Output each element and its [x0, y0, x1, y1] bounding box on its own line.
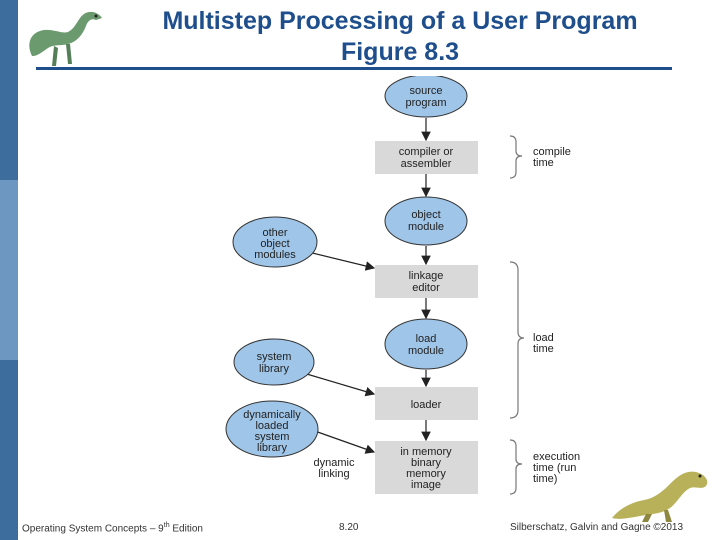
bracket-compile: [509, 135, 523, 179]
footer-page-number: 8.20: [339, 522, 359, 533]
node-label: dynamically: [243, 409, 301, 421]
node-label: load: [416, 333, 437, 345]
label: compile: [533, 146, 571, 158]
node-label: loader: [411, 399, 442, 411]
node-object-module: object module: [384, 196, 468, 246]
node-label: system: [255, 431, 290, 443]
node-source-program: source program: [384, 76, 468, 118]
bracket-load: [509, 261, 525, 419]
label: time: [533, 343, 554, 355]
node-label: image: [411, 479, 441, 491]
node-label: assembler: [401, 158, 452, 170]
node-label: binary: [411, 457, 441, 469]
node-label: object: [411, 209, 440, 221]
label: time): [533, 473, 557, 485]
label: load: [533, 332, 554, 344]
node-system-library: system library: [233, 338, 315, 386]
node-load-module: load module: [384, 318, 468, 370]
footer-course-suffix: Edition: [169, 523, 203, 535]
label: linking: [318, 468, 349, 480]
processing-diagram: source program compiler or assembler obj…: [225, 76, 580, 495]
node-label: in memory: [400, 446, 452, 458]
label: time (run: [533, 462, 576, 474]
node-compiler: compiler or assembler: [375, 141, 478, 174]
title-underline: [36, 67, 672, 70]
node-label: program: [406, 97, 447, 109]
sidebar-segment: [0, 180, 18, 360]
label: execution: [533, 451, 580, 463]
time-label-execution: execution time (run time): [533, 451, 580, 485]
node-label: modules: [254, 249, 296, 261]
node-linkage-editor: linkage editor: [375, 265, 478, 298]
sidebar-segment: [0, 360, 18, 540]
label: dynamic: [314, 457, 355, 469]
sidebar-decoration: [0, 0, 18, 540]
dynamic-linking-label: dynamic linking: [314, 457, 355, 480]
node-other-object-modules: other object modules: [232, 216, 318, 268]
sidebar-segment: [0, 0, 18, 180]
slide-title: Multistep Processing of a User Program F…: [100, 6, 700, 68]
node-label: memory: [406, 468, 446, 480]
node-label: system: [257, 351, 292, 363]
node-in-memory-image: in memory binary memory image: [375, 441, 478, 494]
footer-course: Operating System Concepts – 9th Edition: [22, 522, 203, 534]
footer-copyright: Silberschatz, Galvin and Gagne ©2013: [510, 522, 684, 533]
node-label: library: [257, 442, 287, 454]
time-label-compile: compile time: [533, 146, 571, 169]
arrow: [311, 429, 376, 454]
node-label: object: [260, 238, 289, 250]
title-line-1: Multistep Processing of a User Program: [162, 7, 638, 35]
node-label: library: [259, 363, 289, 375]
node-label: module: [408, 345, 444, 357]
time-label-load: load time: [533, 332, 554, 355]
node-dynamically-loaded-library: dynamically loaded system library: [225, 400, 319, 458]
footer-course-sup: th: [163, 522, 170, 529]
node-label: module: [408, 221, 444, 233]
bracket-execution: [509, 439, 523, 495]
label: time: [533, 157, 554, 169]
node-label: editor: [412, 282, 440, 294]
node-label: compiler or: [399, 146, 454, 158]
node-loader: loader: [375, 387, 478, 420]
node-label: loaded: [255, 420, 288, 432]
arrow: [299, 371, 376, 397]
dinosaur-mascot: [612, 471, 708, 522]
node-label: other: [262, 227, 287, 239]
node-label: linkage: [409, 270, 444, 282]
dinosaur-logo: [29, 11, 102, 66]
time-brackets: [509, 135, 525, 495]
footer-course-text: Operating System Concepts – 9: [22, 523, 164, 535]
node-label: source: [409, 85, 442, 97]
title-line-2: Figure 8.3: [340, 38, 460, 66]
